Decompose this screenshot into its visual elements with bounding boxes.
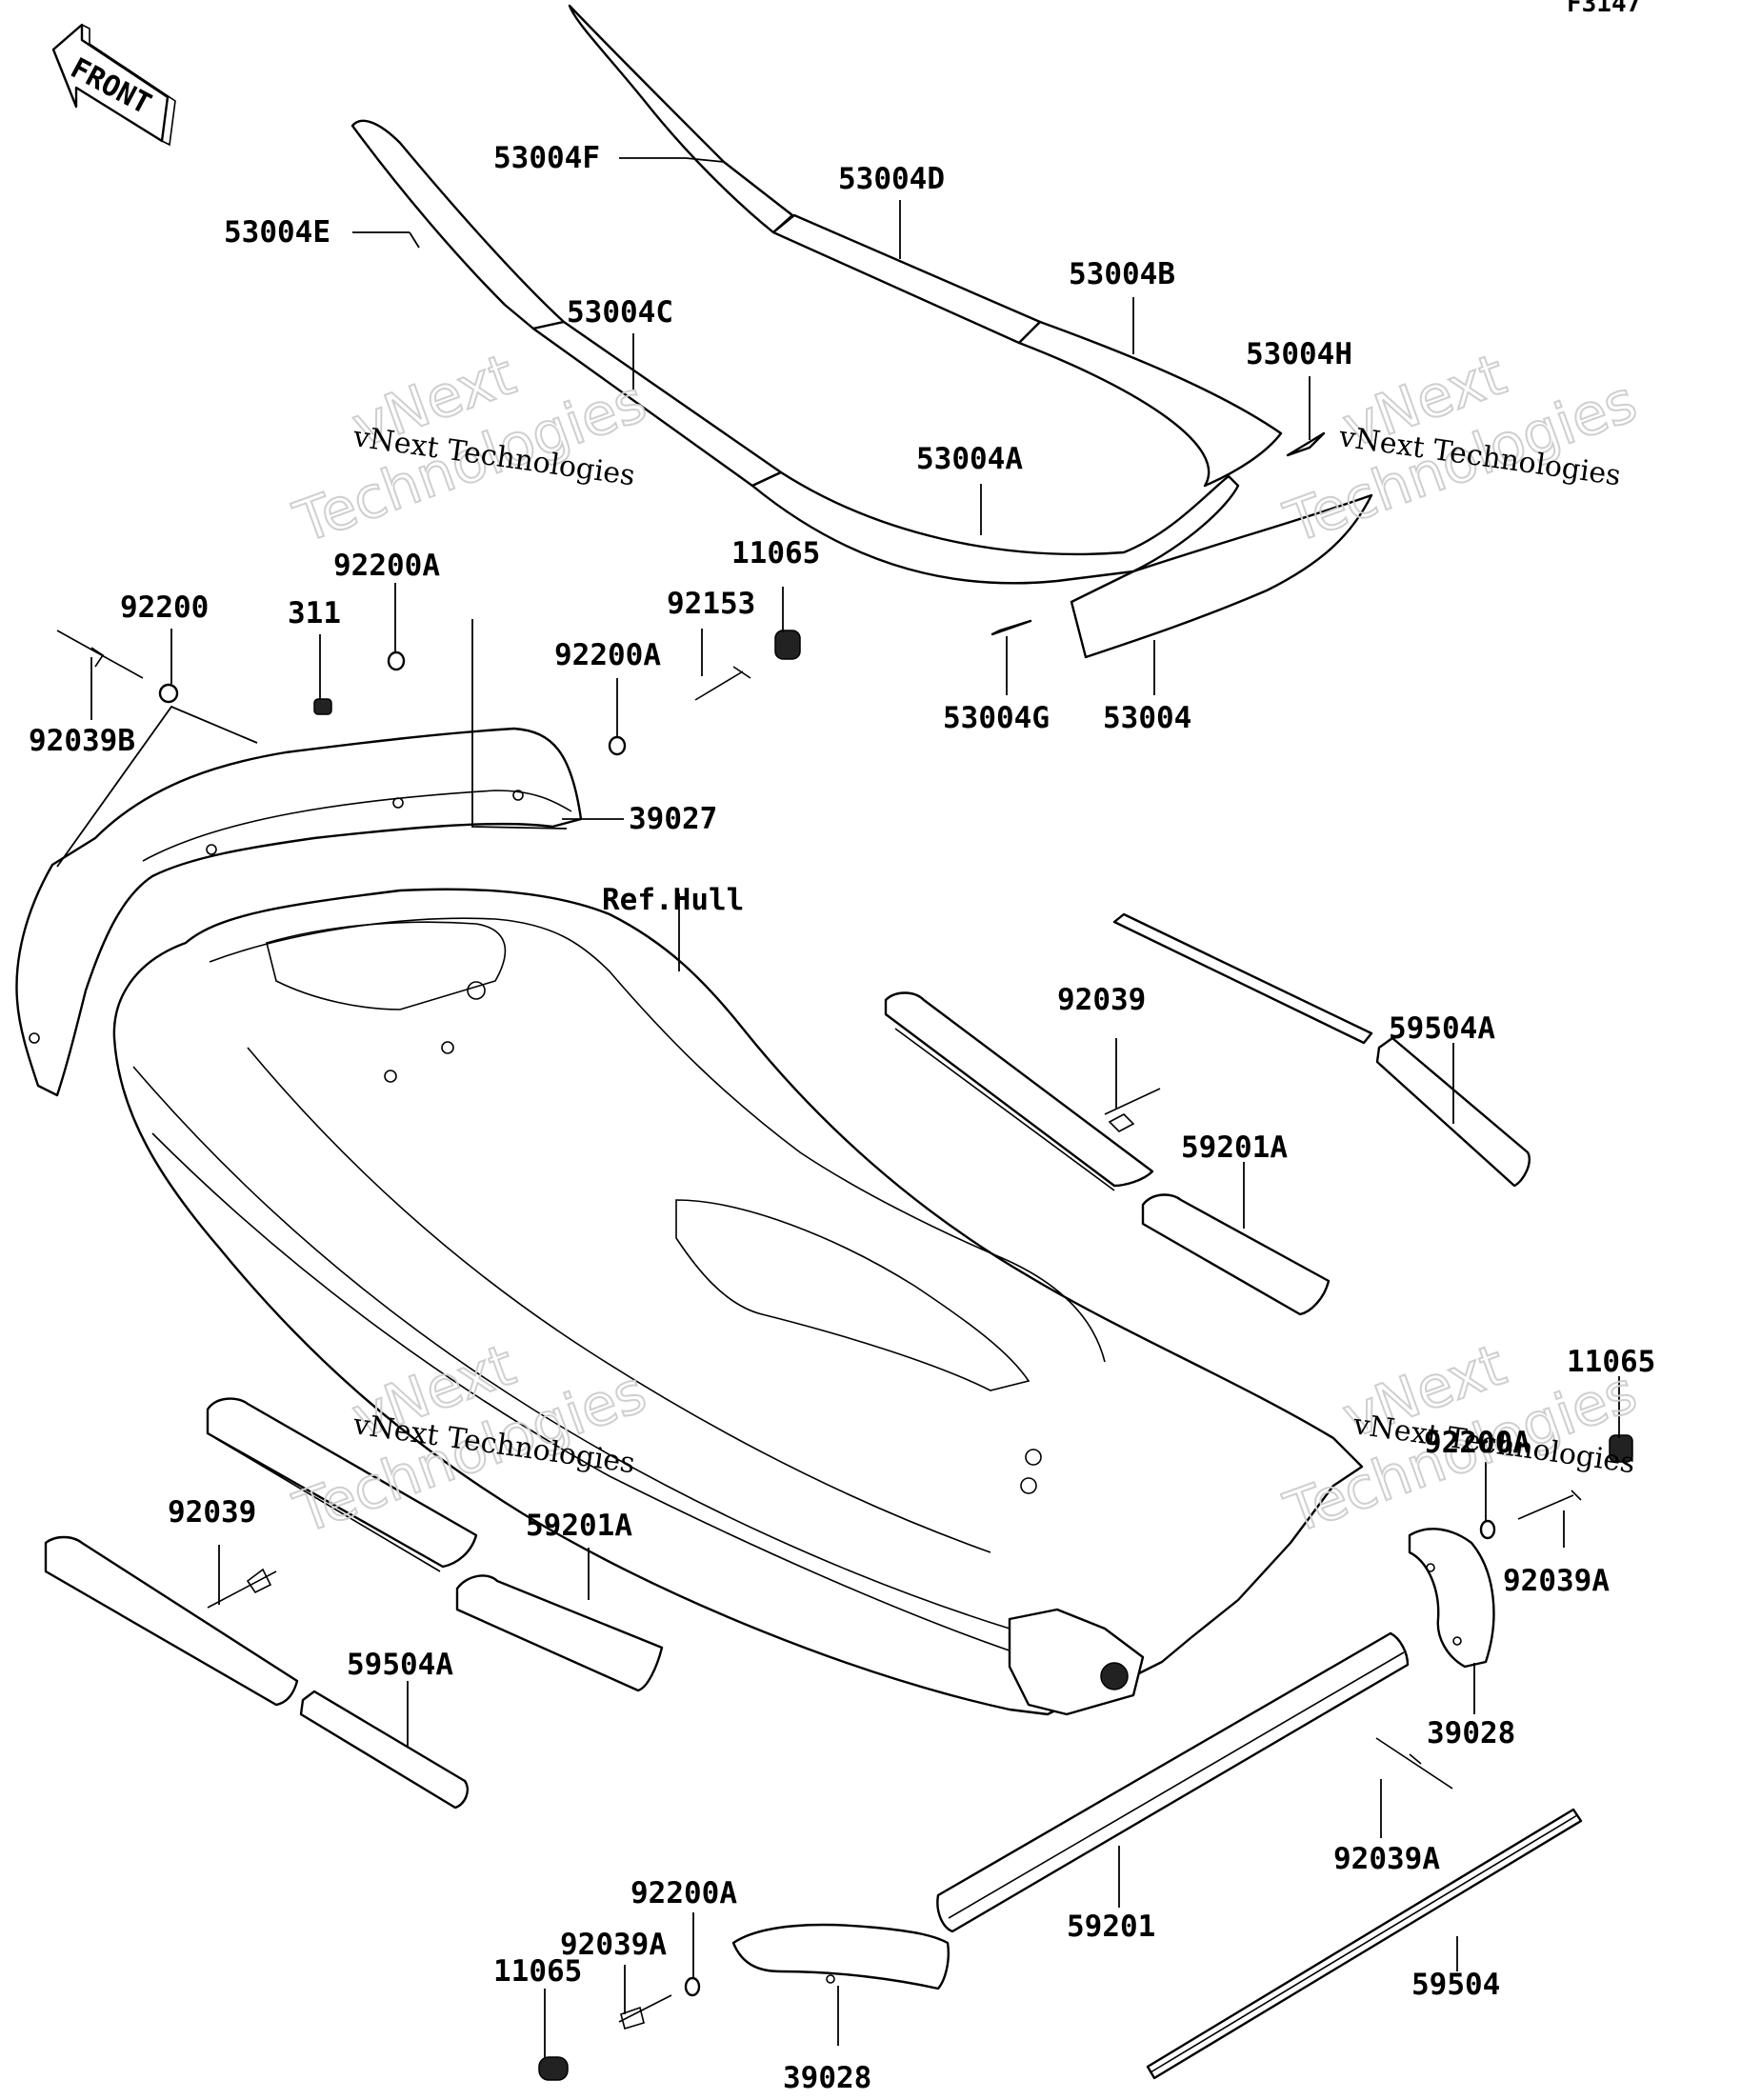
leader-lines [56,157,1620,2057]
channel-59201A-right-long [884,991,1154,1188]
label-11065-top: 11065 [731,536,820,570]
upper-fasteners [56,630,801,756]
label-59201: 59201 [1067,1910,1155,1944]
seat-cover-53004 [1070,493,1373,659]
label-59201A-right: 59201A [1181,1130,1288,1165]
right-side-parts [884,912,1633,2080]
corner-bumper-39028-bottom [731,1923,950,1990]
channel-59201 [936,1631,1410,1933]
label-11065-bottom: 11065 [493,1954,582,1989]
corner-bumper-39028-right [1408,1528,1495,1669]
rivet-92039A-bottom [618,1994,672,2030]
label-92200A-right: 92200A [1424,1426,1531,1460]
front-arrow-icon: FRONT [51,23,176,147]
seat-cover-53004F [568,4,794,234]
label-39028-bottom: 39028 [783,2061,871,2095]
nut-11065-right [1609,1434,1633,1463]
seat-cover-53004H [1286,431,1326,457]
label-92039A-bottom: 92039A [560,1928,667,1962]
label-53004C: 53004C [567,295,673,330]
label-59504A-right: 59504A [1389,1011,1495,1046]
label-92039B: 92039B [29,724,135,758]
bolt-92153 [694,666,751,701]
diagram-code: F3147 [1567,0,1641,18]
label-ref-hull: Ref.Hull [602,883,744,917]
label-53004: 53004 [1103,701,1191,735]
label-92153: 92153 [667,587,755,621]
label-92039A-right: 92039A [1503,1564,1610,1598]
seat-cover-53004G [991,619,1032,636]
label-59504: 59504 [1411,1968,1500,2002]
rub-rail-59504A-right-long [1112,912,1373,1045]
label-53004G: 53004G [943,701,1050,735]
rivet-92039A-lower [1375,1737,1453,1790]
label-53004D: 53004D [838,162,945,196]
seat-cover-53004D [771,213,1042,345]
seat-cover-pieces [350,4,1373,659]
label-92200A-left: 92200A [333,549,440,583]
washer-92200 [158,683,179,704]
rivet-92039-right [1104,1088,1161,1132]
label-53004H: 53004H [1246,337,1352,371]
nut-311 [313,698,332,715]
front-bumper-39027 [15,727,583,1097]
label-53004A: 53004A [916,442,1023,476]
washer-92200A-bottom [684,1976,701,1997]
nut-11065-bottom [538,2056,569,2081]
channel-59201A-left-short [455,1574,664,1692]
label-11065-right: 11065 [1567,1345,1655,1379]
seat-cover-53004B [1017,320,1283,488]
label-59201A-left: 59201A [526,1509,632,1543]
label-53004F: 53004F [493,141,600,175]
rivet-92039A-right [1517,1490,1582,1520]
rivet-92039B [56,630,144,679]
channel-59201A-right-short [1141,1193,1331,1316]
washer-92200A-right [1479,1519,1496,1540]
rub-rail-59504A-left-short [299,1690,469,1810]
label-92039-left: 92039 [168,1495,256,1530]
label-92200: 92200 [120,590,209,625]
label-39028-right: 39028 [1427,1716,1515,1750]
label-59504A-left: 59504A [347,1648,453,1682]
label-92039-right: 92039 [1057,983,1146,1017]
label-53004B: 53004B [1069,257,1175,291]
label-53004E: 53004E [224,215,330,250]
washer-92200A-left [387,650,406,671]
channel-59201A-left-long [206,1397,478,1569]
washer-92200A-mid [608,735,627,756]
label-92039A-lower: 92039A [1333,1842,1440,1876]
label-39027: 39027 [629,802,717,836]
left-side-parts [44,1397,950,2081]
rivet-92039-left [207,1568,277,1609]
hull-reference [112,888,1364,1716]
seat-cover-53004E [350,119,566,330]
nut-11065-top [774,630,801,660]
label-311: 311 [288,596,341,630]
seat-cover-53004A [750,470,1240,585]
label-92200A-mid: 92200A [554,638,661,672]
part-labels: 53004F 53004E 53004D 53004C 53004B 53004… [29,141,1655,2095]
rub-rail-59504A-left-long [44,1535,299,1707]
label-92200A-bottom: 92200A [630,1876,737,1910]
